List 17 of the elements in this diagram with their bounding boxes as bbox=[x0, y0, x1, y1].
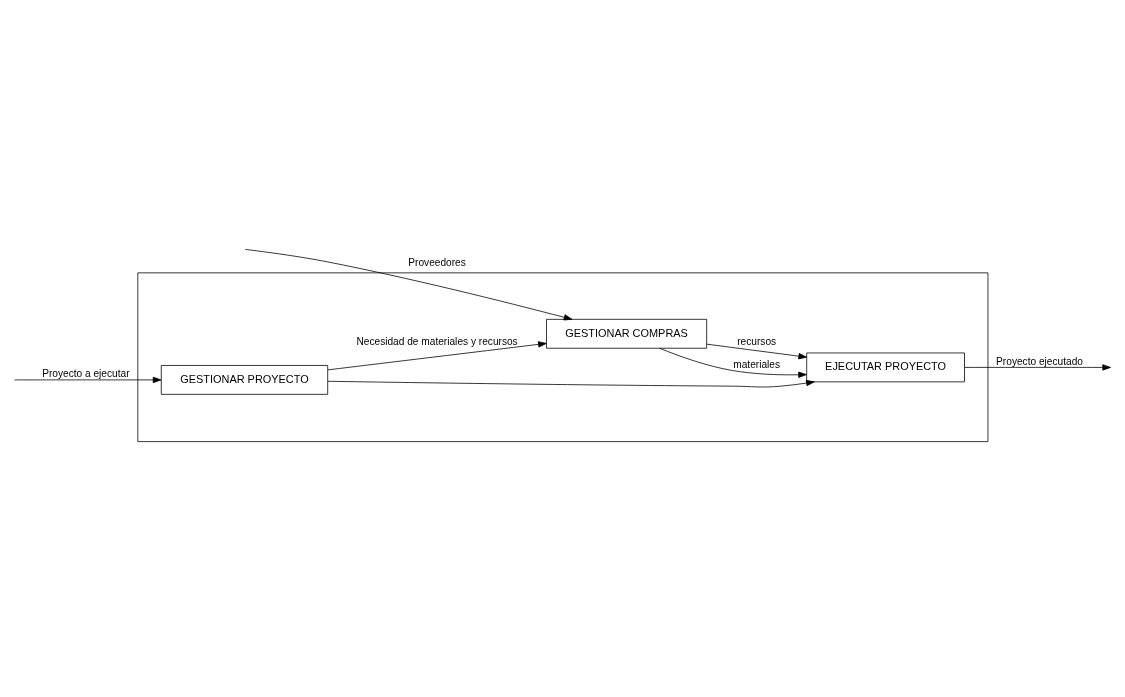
arrow bbox=[14, 376, 162, 383]
edge-label: recursos bbox=[737, 336, 777, 348]
arrow bbox=[706, 343, 807, 360]
edge-label: Proyecto ejecutado bbox=[996, 355, 1083, 367]
arrow bbox=[244, 249, 573, 321]
arrow bbox=[327, 379, 815, 388]
node-box: EJECUTAR PROYECTO bbox=[806, 352, 965, 383]
arrow bbox=[964, 364, 1111, 371]
edge-label: materiales bbox=[733, 358, 781, 370]
arrow bbox=[659, 347, 807, 378]
arrow bbox=[327, 341, 547, 371]
cluster bbox=[137, 272, 989, 442]
node-box: GESTIONAR COMPRAS bbox=[546, 318, 708, 349]
edge-label: Proyecto a ejecutar bbox=[42, 368, 130, 380]
edge-label: Necesidad de materiales y recursos bbox=[356, 336, 518, 348]
edge-label: Proveedores bbox=[408, 257, 466, 269]
node-box: GESTIONAR PROYECTO bbox=[160, 365, 329, 395]
